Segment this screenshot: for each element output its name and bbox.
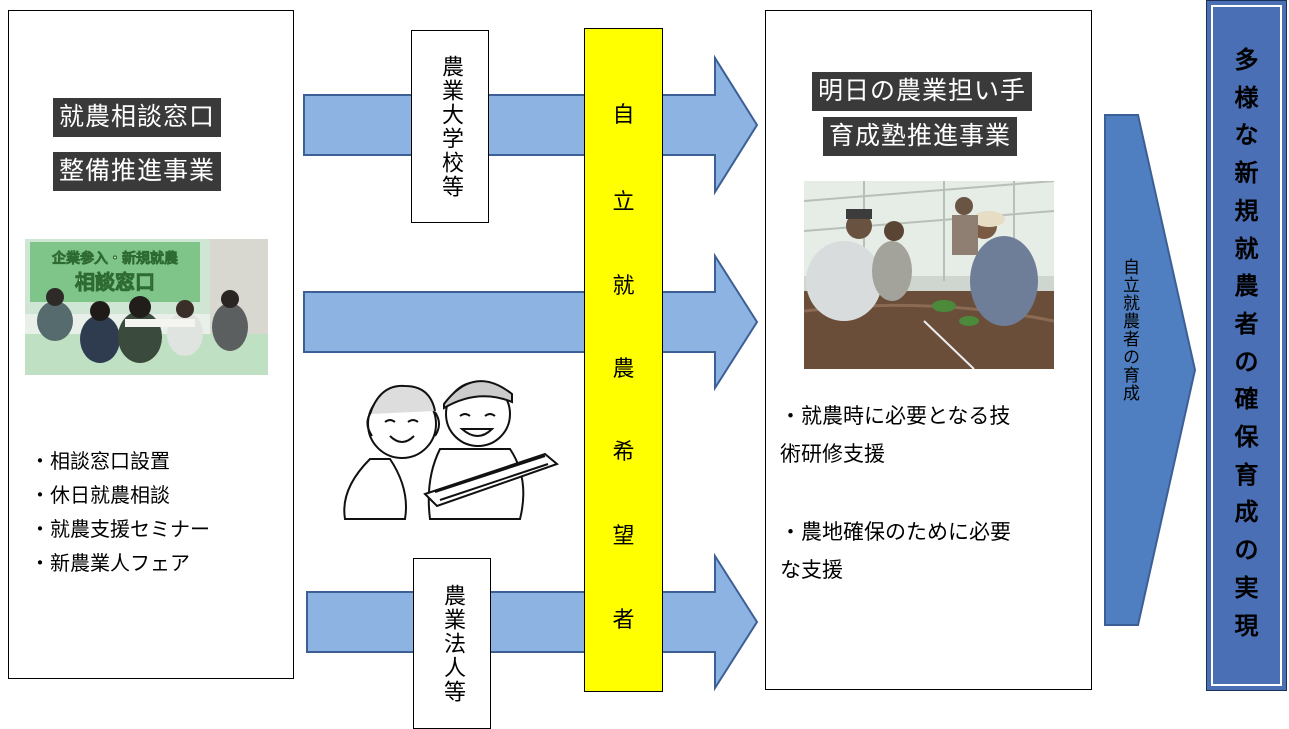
- goal-char-5: 規: [1234, 196, 1259, 225]
- goal-char-16: 現: [1234, 611, 1259, 640]
- banner-text-1: 企業参入・新規就農: [51, 250, 178, 267]
- big-arrow: [1104, 114, 1197, 626]
- goal-char-14: の: [1234, 536, 1259, 565]
- left-bullets: ・相談窓口設置 ・休日就農相談 ・就農支援セミナー ・新農業人フェア: [30, 444, 210, 580]
- goal-char-10: 確: [1234, 385, 1259, 414]
- goal-char-3: な: [1234, 121, 1259, 150]
- right-title-line2: 育成塾推進事業: [823, 117, 1018, 156]
- goal-char-15: 実: [1234, 573, 1259, 602]
- goal-char-9: の: [1234, 347, 1259, 376]
- left-bullet-4: ・新農業人フェア: [30, 551, 190, 575]
- center-char-2: 立: [612, 190, 635, 215]
- arrow-middle: [303, 252, 759, 392]
- farmer-illustration: [340, 374, 562, 524]
- center-char-7: 者: [612, 608, 635, 633]
- right-title-line1: 明日の農業担い手: [812, 72, 1033, 111]
- left-title: 就農相談窓口: [53, 98, 253, 137]
- goal-char-7: 農: [1234, 272, 1259, 301]
- right-bullet-2-line1: ・農地確保のために必要: [780, 520, 1011, 544]
- goal-char-8: 者: [1234, 309, 1259, 338]
- left-bullet-3: ・就農支援セミナー: [30, 517, 210, 541]
- center-char-5: 希: [612, 440, 635, 465]
- left-title-line2: 整備推進事業: [53, 152, 222, 191]
- right-title-2: 育成塾推進事業: [823, 117, 1018, 156]
- center-char-6: 望: [612, 524, 635, 549]
- left-bullet-2: ・休日就農相談: [30, 483, 170, 507]
- center-bar: [584, 28, 663, 692]
- right-title: 明日の農業担い手: [812, 72, 1033, 111]
- source-box-bottom: 農業法人等: [413, 558, 491, 729]
- goal-char-13: 成: [1234, 498, 1259, 527]
- goal-char-1: 多: [1234, 46, 1259, 74]
- goal-bar: [1206, 0, 1287, 691]
- banner-text-2: 相談窓口: [75, 270, 155, 294]
- training-photo: [804, 181, 1054, 369]
- left-title-2: 整備推進事業: [53, 152, 253, 191]
- center-char-1: 自: [612, 103, 635, 128]
- left-bullet-1: ・相談窓口設置: [30, 449, 170, 473]
- goal-chars: 多様な新規就農者の確保育成の実現: [1206, 0, 1287, 691]
- goal-char-12: 育: [1234, 460, 1259, 489]
- left-title-line1: 就農相談窓口: [53, 98, 222, 137]
- source-top-label: 農業大学校等: [438, 54, 463, 199]
- arrow-top: [303, 54, 759, 196]
- center-char-3: 就: [612, 274, 635, 299]
- center-char-4: 農: [612, 357, 635, 382]
- source-bottom-label: 農業法人等: [440, 583, 465, 704]
- goal-char-6: 就: [1234, 234, 1259, 263]
- goal-char-11: 保: [1234, 423, 1259, 451]
- source-box-top: 農業大学校等: [411, 30, 489, 223]
- goal-bar-inner-border: [1211, 5, 1282, 686]
- consultation-photo: 企業参入・新規就農 相談窓口: [25, 239, 268, 375]
- big-arrow-label: 自立就農者の育成: [1119, 258, 1139, 402]
- goal-char-2: 様: [1234, 83, 1259, 112]
- right-bullets: ・就農時に必要となる技 術研修支援 ・農地確保のために必要 な支援: [780, 397, 1011, 589]
- goal-char-4: 新: [1234, 159, 1259, 188]
- right-bullet-1-line1: ・就農時に必要となる技: [780, 404, 1011, 428]
- right-bullet-1-line2: 術研修支援: [780, 442, 885, 466]
- right-bullet-2-line2: な支援: [780, 558, 843, 582]
- arrow-bottom: [306, 552, 759, 692]
